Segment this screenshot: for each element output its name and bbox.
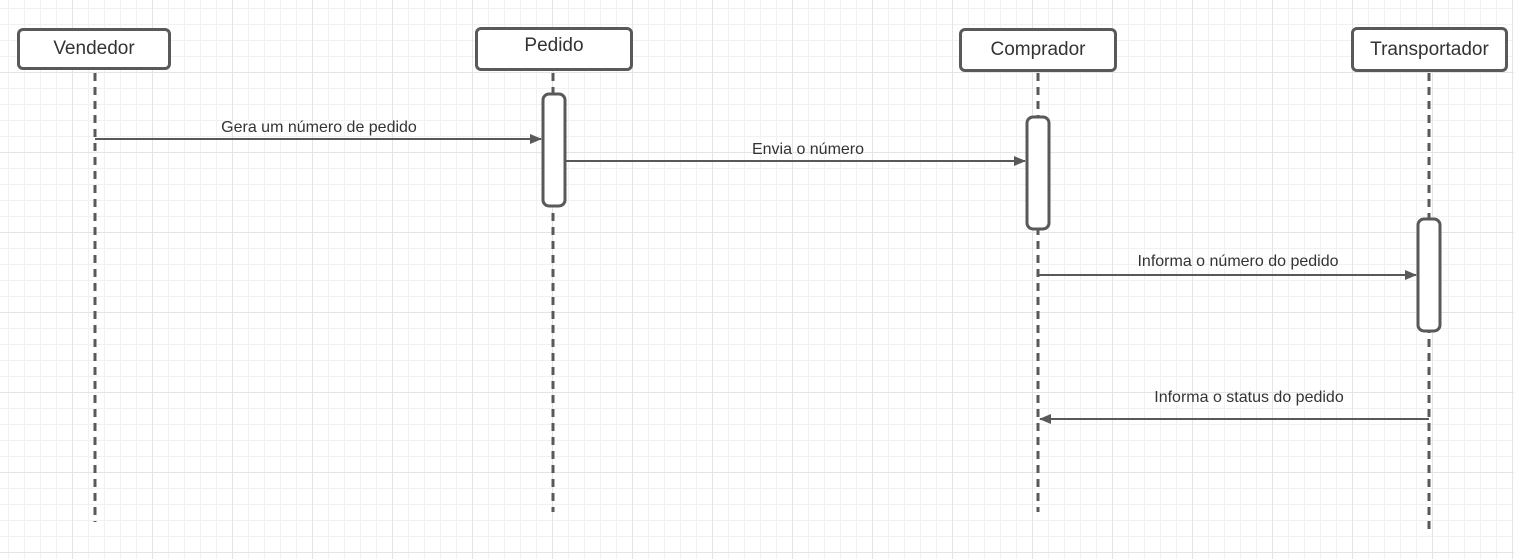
message-label-4: Informa o status do pedido bbox=[1154, 389, 1344, 406]
activation-bar-comprador bbox=[1025, 115, 1051, 231]
actor-pedido: Pedido bbox=[475, 27, 633, 71]
message-label-2: Envia o número bbox=[752, 141, 864, 158]
message-label-1: Gera um número de pedido bbox=[221, 119, 417, 136]
activation-bar-pedido bbox=[541, 92, 567, 208]
actor-transportador: Transportador bbox=[1351, 27, 1508, 72]
message-label-3: Informa o número do pedido bbox=[1137, 253, 1338, 270]
actor-comprador: Comprador bbox=[959, 28, 1117, 72]
actor-vendedor: Vendedor bbox=[17, 28, 171, 70]
activation-bar-transportador bbox=[1416, 217, 1442, 333]
